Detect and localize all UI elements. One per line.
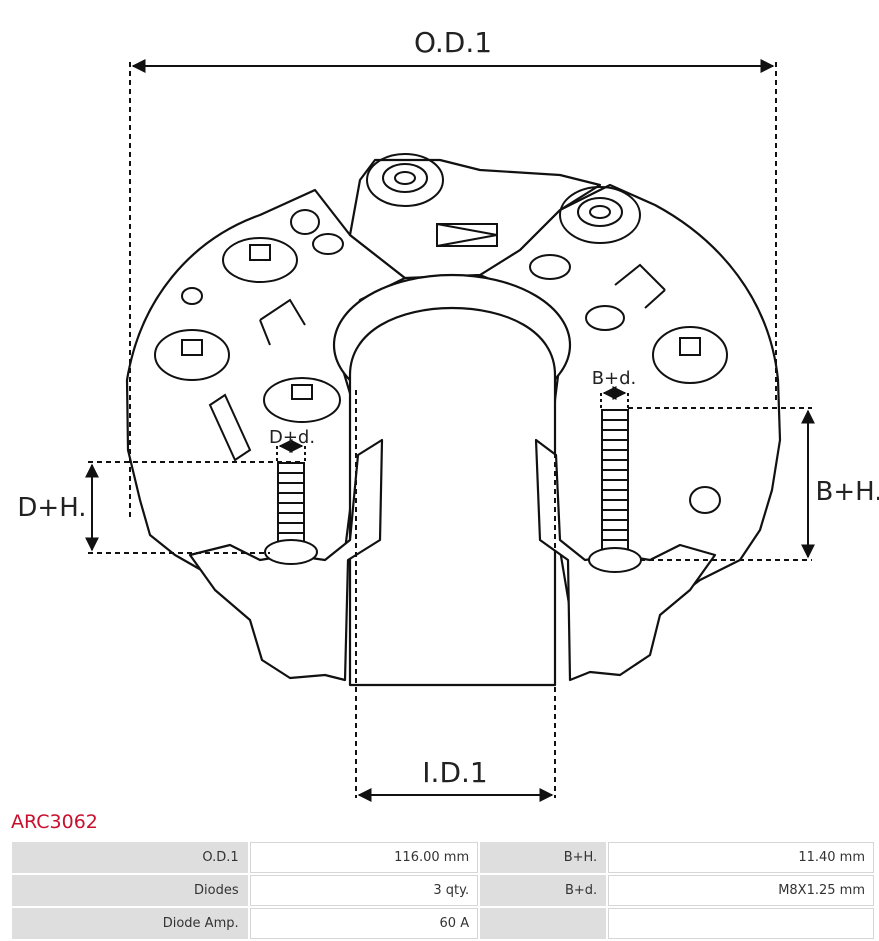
mount-hole-5 [585,305,625,331]
spec-value: 11.40 mm [608,842,874,873]
diode-pad-2 [154,329,230,381]
rectifier-technical-drawing: O.D.1 I.D.1 B+d. D+d. D+H. B+H. [17,26,879,802]
centre-bore [348,306,557,687]
mount-hole-6 [689,486,721,514]
mount-hole-2 [312,233,344,255]
spec-key: Diode Amp. [12,908,248,939]
bd-label: B+d. [592,368,637,389]
dd-label: D+d. [269,427,315,448]
spec-key: O.D.1 [12,842,248,873]
diode-pad-4 [652,326,728,384]
dh-label: D+H. [17,493,86,523]
terminal-stud-left [366,153,444,207]
d-plus-bolt [264,462,318,565]
diode-pad-3 [263,377,341,423]
bh-label: B+H. [816,477,879,507]
b-plus-bolt [588,409,642,573]
mount-hole-1 [290,209,320,235]
diode-pad-1 [222,237,298,283]
spec-key: B+H. [480,842,607,873]
right-arrow-mark [614,263,666,309]
od-label: O.D.1 [414,26,492,59]
terminal-stud-right [559,186,641,244]
spec-value: 3 qty. [249,875,479,906]
spec-row: Diode Amp.60 A [12,908,874,939]
mount-hole-4 [529,254,571,280]
spec-value: 60 A [249,908,479,939]
mount-hole-3 [181,287,203,305]
spec-value [608,908,874,939]
slot-mark [208,393,252,462]
spec-key [480,908,607,939]
id-label: I.D.1 [422,756,487,789]
left-arrow-mark [259,298,306,346]
spec-value: 116.00 mm [249,842,479,873]
spec-key: Diodes [12,875,248,906]
spec-value: M8X1.25 mm [608,875,874,906]
spec-key: B+d. [480,875,607,906]
part-number: ARC3062 [11,811,98,833]
